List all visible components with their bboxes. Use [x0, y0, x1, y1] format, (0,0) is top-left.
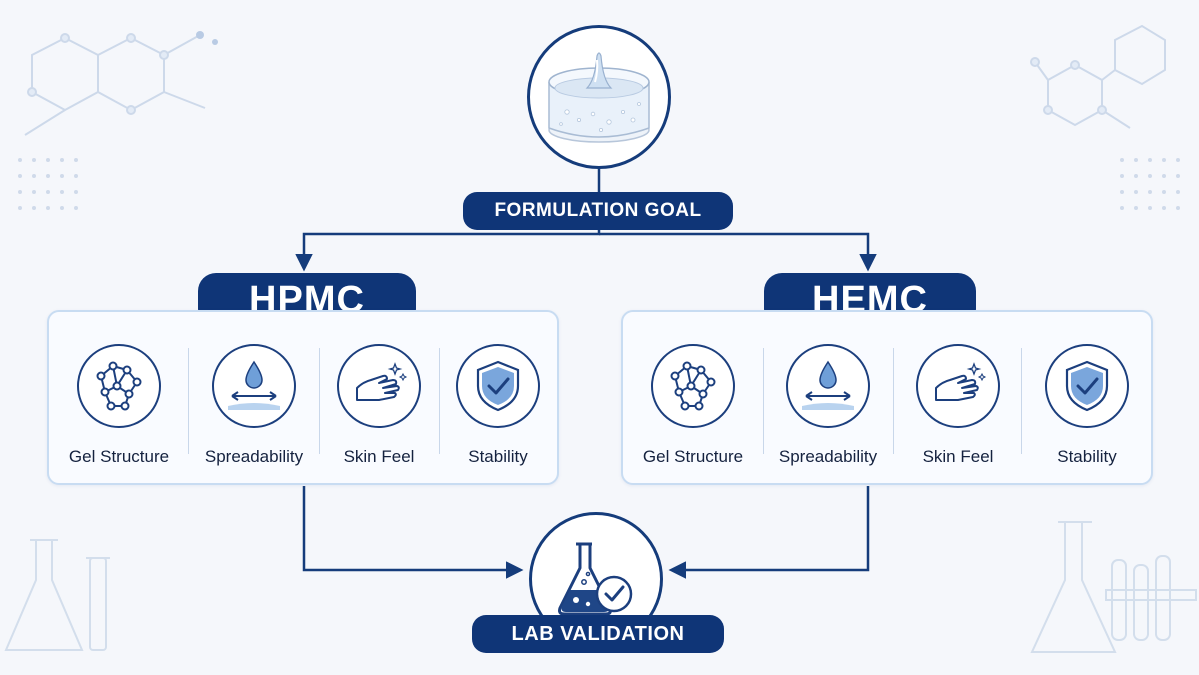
feature-label: Spreadability [778, 447, 878, 466]
feature-icon-circle [212, 344, 296, 428]
glassware-decoration-right-icon [1030, 521, 1197, 653]
divider [439, 348, 440, 454]
feature-gel-structure: Gel Structure [49, 312, 189, 483]
feature-label: Spreadability [204, 447, 304, 466]
feature-stability: Stability [1023, 312, 1151, 483]
molecule-network-icon [96, 361, 142, 411]
lab-validation-badge: LAB VALIDATION [472, 615, 724, 653]
molecule-decoration-right-icon [1030, 24, 1166, 129]
feature-stability: Stability [439, 312, 557, 483]
feature-icon-circle [651, 344, 735, 428]
droplet-spread-icon [802, 360, 854, 410]
feature-skin-feel: Skin Feel [319, 312, 439, 483]
divider [188, 348, 189, 454]
hand-icon [356, 362, 408, 401]
dot-grid-left-icon [18, 158, 78, 210]
glassware-decoration-left-icon [4, 539, 110, 651]
divider [1021, 348, 1022, 454]
feature-icon-circle [337, 344, 421, 428]
divider [763, 348, 764, 454]
droplet-spread-icon [228, 360, 280, 410]
formulation-goal-badge: FORMULATION GOAL [463, 192, 733, 230]
divider [319, 348, 320, 454]
molecule-decoration-left-icon [24, 31, 218, 136]
divider [893, 348, 894, 454]
feature-icon-circle [1045, 344, 1129, 428]
feature-icon-circle [77, 344, 161, 428]
feature-label: Stability [1057, 447, 1117, 466]
connector-lines [295, 168, 877, 646]
feature-spreadability: Spreadability [189, 312, 319, 483]
feature-label: Skin Feel [343, 447, 415, 466]
flask-check-icon [558, 542, 633, 616]
formulation-goal-visual [527, 25, 671, 169]
shield-check-icon [1065, 360, 1109, 412]
feature-icon-circle [456, 344, 540, 428]
feature-icon-circle [786, 344, 870, 428]
hand-icon [935, 362, 987, 401]
feature-label: Gel Structure [642, 447, 744, 466]
feature-spreadability: Spreadability [763, 312, 893, 483]
shield-check-icon [476, 360, 520, 412]
dot-grid-right-icon [1120, 158, 1180, 210]
hemc-feature-panel: Gel Structure Spreadability [621, 310, 1153, 485]
molecule-network-icon [670, 361, 716, 411]
feature-label: Stability [468, 447, 528, 466]
feature-label: Skin Feel [922, 447, 994, 466]
feature-icon-circle [916, 344, 1000, 428]
feature-skin-feel: Skin Feel [893, 312, 1023, 483]
feature-label: Gel Structure [68, 447, 170, 466]
gel-dish-icon [548, 52, 650, 143]
feature-gel-structure: Gel Structure [623, 312, 763, 483]
hpmc-feature-panel: Gel Structure Spreadability [47, 310, 559, 485]
